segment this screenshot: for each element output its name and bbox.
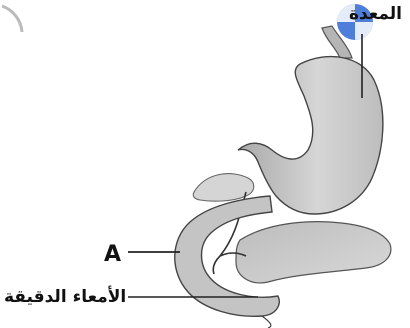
stomach-label: المعدة (349, 4, 402, 24)
stomach (238, 57, 383, 214)
small-intestine-label: الأمعاء الدقيقة (4, 287, 126, 307)
pancreas (236, 222, 391, 283)
partial-circle-edge (2, 6, 22, 32)
marker-a-label: A (104, 242, 121, 267)
